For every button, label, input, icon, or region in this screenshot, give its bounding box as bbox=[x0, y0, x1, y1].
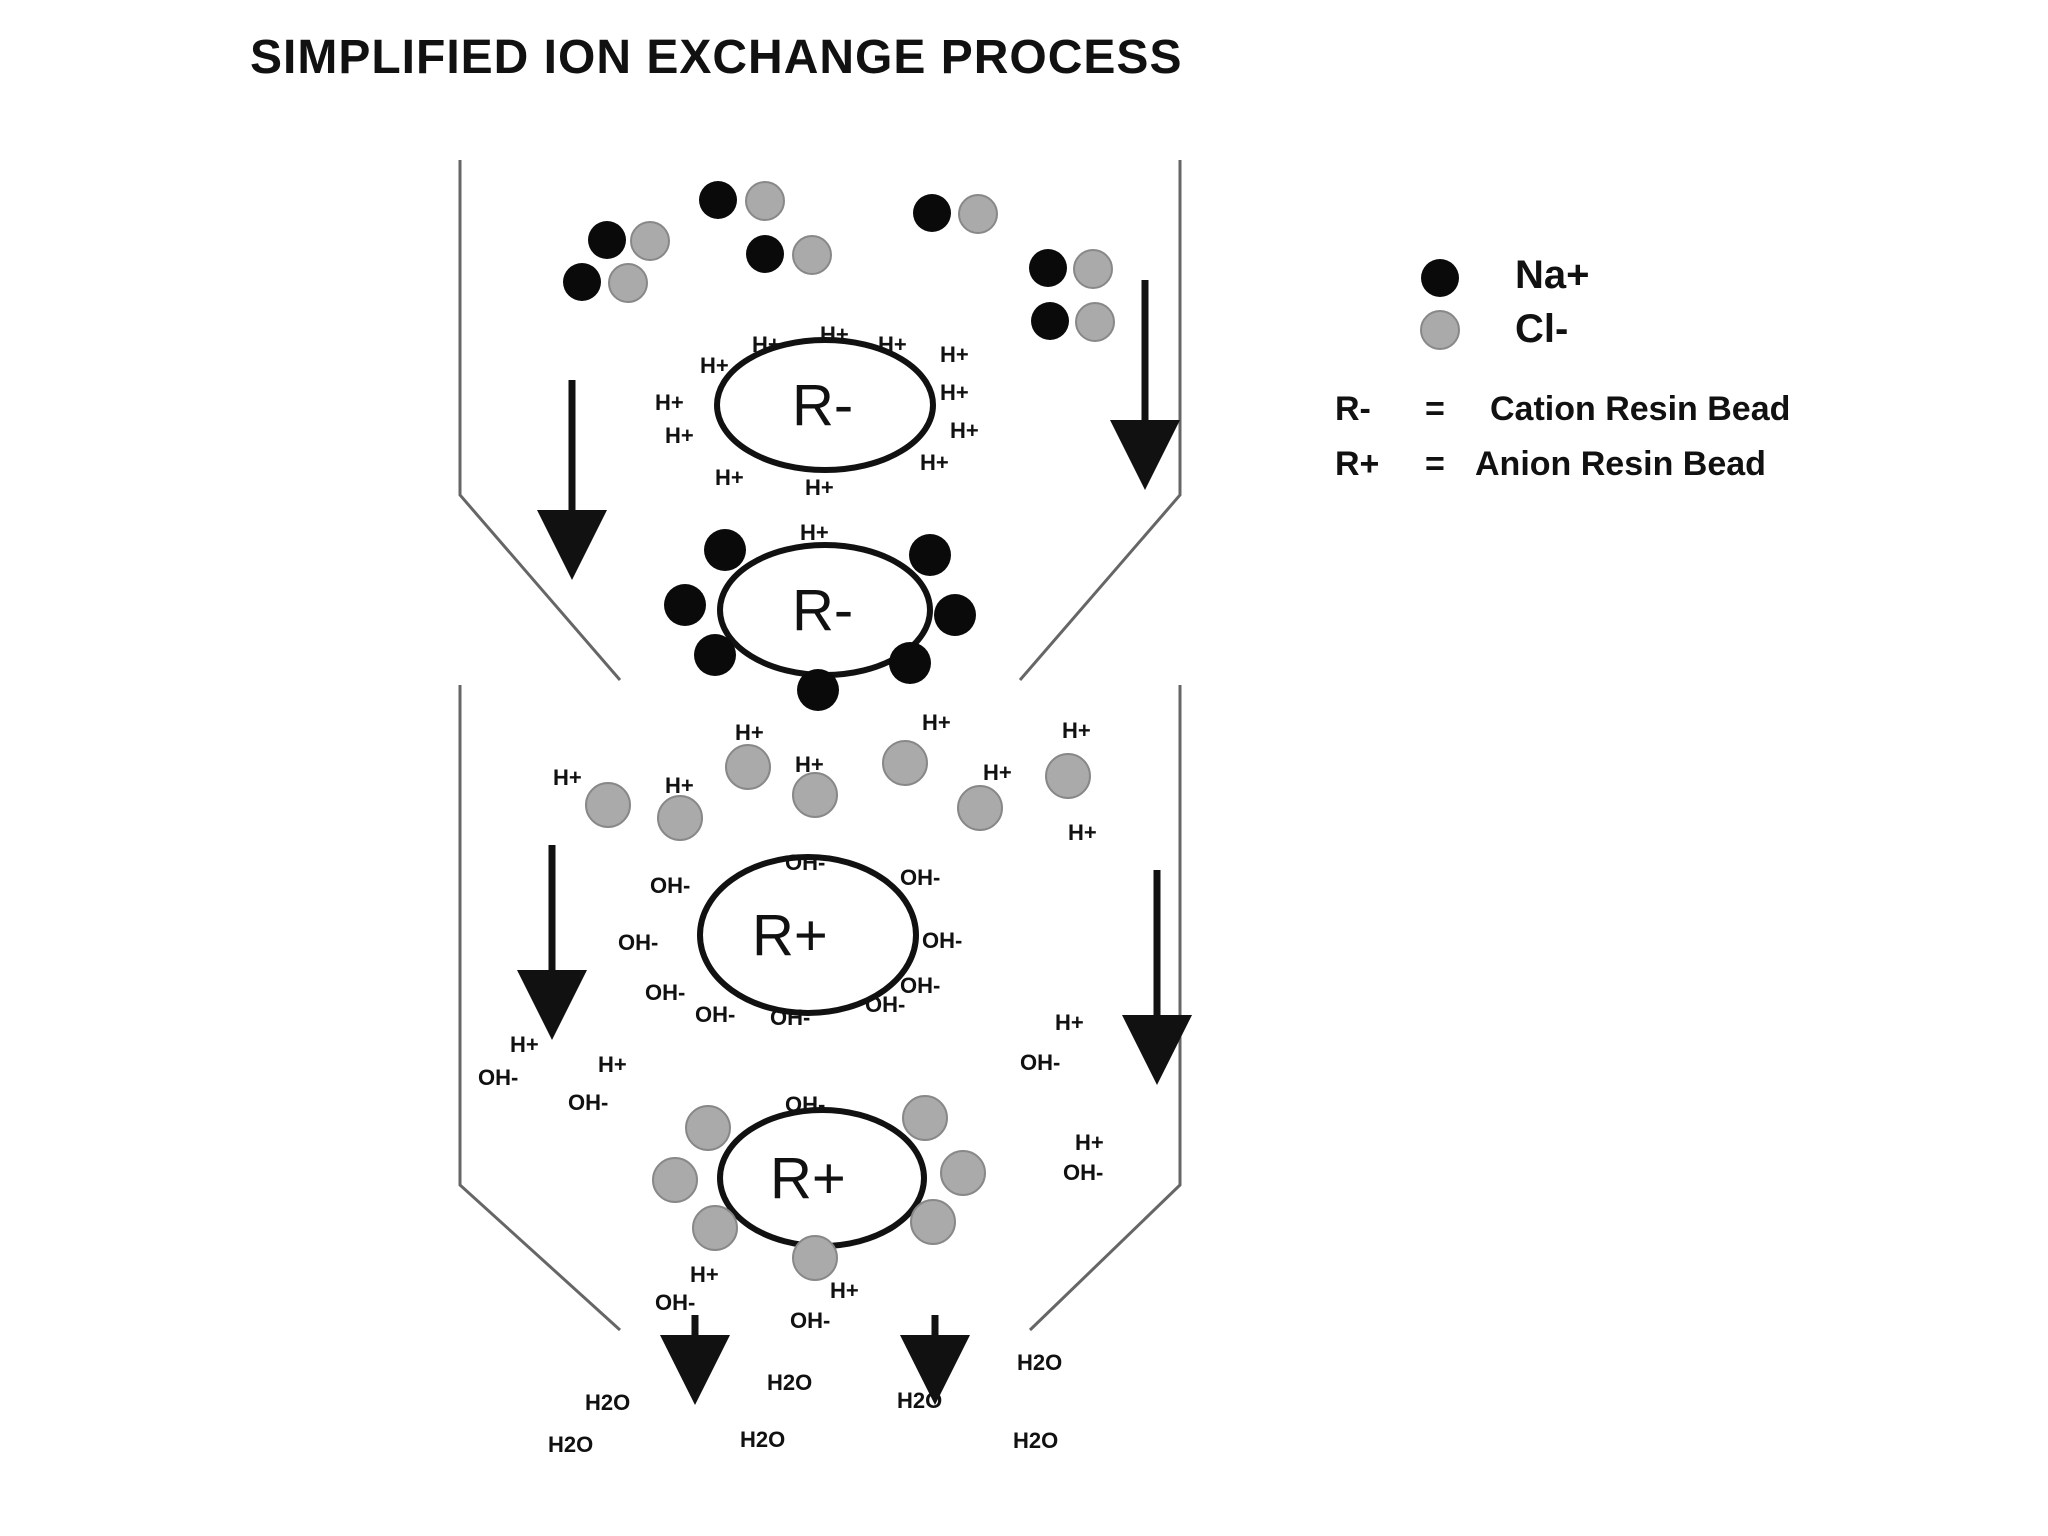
bead-label: R+ bbox=[770, 1146, 846, 1211]
svg-text:H+: H+ bbox=[553, 765, 582, 790]
svg-text:H+: H+ bbox=[878, 332, 907, 357]
cation-def-text: Cation Resin Bead bbox=[1490, 390, 1790, 428]
svg-text:H+: H+ bbox=[983, 760, 1012, 785]
svg-text:H2O: H2O bbox=[740, 1427, 785, 1452]
svg-text:H+: H+ bbox=[800, 520, 829, 545]
free-h-cl-ions: H+ H+ H+ H+ H+ H+ H+ H+ bbox=[553, 710, 1097, 845]
svg-text:H+: H+ bbox=[1062, 718, 1091, 743]
bead-label: R+ bbox=[752, 903, 828, 968]
svg-text:H+: H+ bbox=[1068, 820, 1097, 845]
bead-label: R- bbox=[792, 578, 853, 643]
svg-text:OH-: OH- bbox=[618, 930, 658, 955]
svg-text:H+: H+ bbox=[922, 710, 951, 735]
diagram-title: SIMPLIFIED ION EXCHANGE PROCESS bbox=[250, 31, 1183, 84]
svg-text:H+: H+ bbox=[598, 1052, 627, 1077]
svg-text:OH-: OH- bbox=[1063, 1160, 1103, 1185]
flow-arrows bbox=[517, 280, 1192, 1405]
svg-text:H+: H+ bbox=[665, 773, 694, 798]
svg-text:H+: H+ bbox=[820, 322, 849, 347]
cation-column bbox=[458, 160, 1182, 681]
svg-text:OH-: OH- bbox=[655, 1290, 695, 1315]
outflow-ions: H+ OH- H+ OH- bbox=[655, 1262, 859, 1333]
svg-text:OH-: OH- bbox=[695, 1002, 735, 1027]
svg-text:H+: H+ bbox=[920, 450, 949, 475]
svg-text:OH-: OH- bbox=[645, 980, 685, 1005]
svg-text:H+: H+ bbox=[665, 423, 694, 448]
svg-text:H+: H+ bbox=[735, 720, 764, 745]
svg-text:OH-: OH- bbox=[770, 1005, 810, 1030]
svg-text:OH-: OH- bbox=[922, 928, 962, 953]
water-molecules: H2O H2O H2O H2O H2O H2O H2O bbox=[548, 1350, 1062, 1457]
na-legend-swatch bbox=[1421, 259, 1459, 297]
cation-bead-loaded-h: R- H+ H+ H+ H+ H+ H+ H+ H+ H+ H+ H+ H+ bbox=[655, 322, 979, 500]
nacl-pair bbox=[588, 221, 670, 261]
na-legend-label: Na+ bbox=[1515, 253, 1590, 297]
svg-text:H+: H+ bbox=[805, 475, 834, 500]
nacl-pair bbox=[563, 263, 648, 303]
svg-text:H+: H+ bbox=[830, 1278, 859, 1303]
svg-text:H+: H+ bbox=[940, 342, 969, 367]
svg-text:H+: H+ bbox=[752, 332, 781, 357]
cation-def-eq: = bbox=[1425, 390, 1445, 428]
svg-text:H2O: H2O bbox=[585, 1390, 630, 1415]
svg-text:H+: H+ bbox=[1055, 1010, 1084, 1035]
svg-text:H2O: H2O bbox=[548, 1432, 593, 1457]
legend: Na+ Cl- R- = Cation Resin Bead R+ = Anio… bbox=[1335, 253, 1790, 483]
svg-text:OH-: OH- bbox=[1020, 1050, 1060, 1075]
nacl-pair bbox=[746, 235, 832, 275]
anion-def-symbol: R+ bbox=[1335, 445, 1379, 483]
svg-text:OH-: OH- bbox=[865, 992, 905, 1017]
nacl-pair bbox=[1031, 302, 1115, 342]
svg-text:H+: H+ bbox=[510, 1032, 539, 1057]
anion-bead-loaded-cl: OH- R+ bbox=[652, 1092, 986, 1281]
free-h-oh-ions: H+ OH- H+ OH- H+ OH- H+ OH- bbox=[478, 1010, 1104, 1185]
svg-text:H+: H+ bbox=[950, 418, 979, 443]
nacl-pair bbox=[1029, 249, 1113, 289]
svg-text:H+: H+ bbox=[700, 353, 729, 378]
anion-column bbox=[458, 685, 1182, 1332]
cl-legend-swatch bbox=[1420, 310, 1460, 350]
svg-text:H+: H+ bbox=[1075, 1130, 1104, 1155]
nacl-pair bbox=[913, 194, 998, 234]
svg-text:OH-: OH- bbox=[790, 1308, 830, 1333]
cation-bead-loaded-na: H+ R- bbox=[664, 520, 976, 711]
nacl-pair bbox=[699, 181, 785, 221]
svg-text:H2O: H2O bbox=[1017, 1350, 1062, 1375]
svg-text:H2O: H2O bbox=[897, 1388, 942, 1413]
svg-text:H+: H+ bbox=[940, 380, 969, 405]
svg-text:OH-: OH- bbox=[785, 850, 825, 875]
svg-text:OH-: OH- bbox=[900, 973, 940, 998]
svg-text:OH-: OH- bbox=[478, 1065, 518, 1090]
svg-text:OH-: OH- bbox=[650, 873, 690, 898]
svg-text:H2O: H2O bbox=[1013, 1428, 1058, 1453]
svg-text:H+: H+ bbox=[690, 1262, 719, 1287]
anion-def-eq: = bbox=[1425, 445, 1445, 483]
anion-bead-loaded-oh: R+ OH- OH- OH- OH- OH- OH- OH- OH- OH- O… bbox=[618, 850, 962, 1030]
bead-label: R- bbox=[792, 373, 853, 438]
nacl-pairs bbox=[563, 181, 1115, 342]
svg-text:H2O: H2O bbox=[767, 1370, 812, 1395]
anion-def-text: Anion Resin Bead bbox=[1475, 445, 1766, 483]
cl-legend-label: Cl- bbox=[1515, 307, 1568, 351]
svg-text:OH-: OH- bbox=[900, 865, 940, 890]
svg-text:H+: H+ bbox=[655, 390, 684, 415]
svg-text:OH-: OH- bbox=[568, 1090, 608, 1115]
svg-text:H+: H+ bbox=[715, 465, 744, 490]
cation-def-symbol: R- bbox=[1335, 390, 1371, 428]
